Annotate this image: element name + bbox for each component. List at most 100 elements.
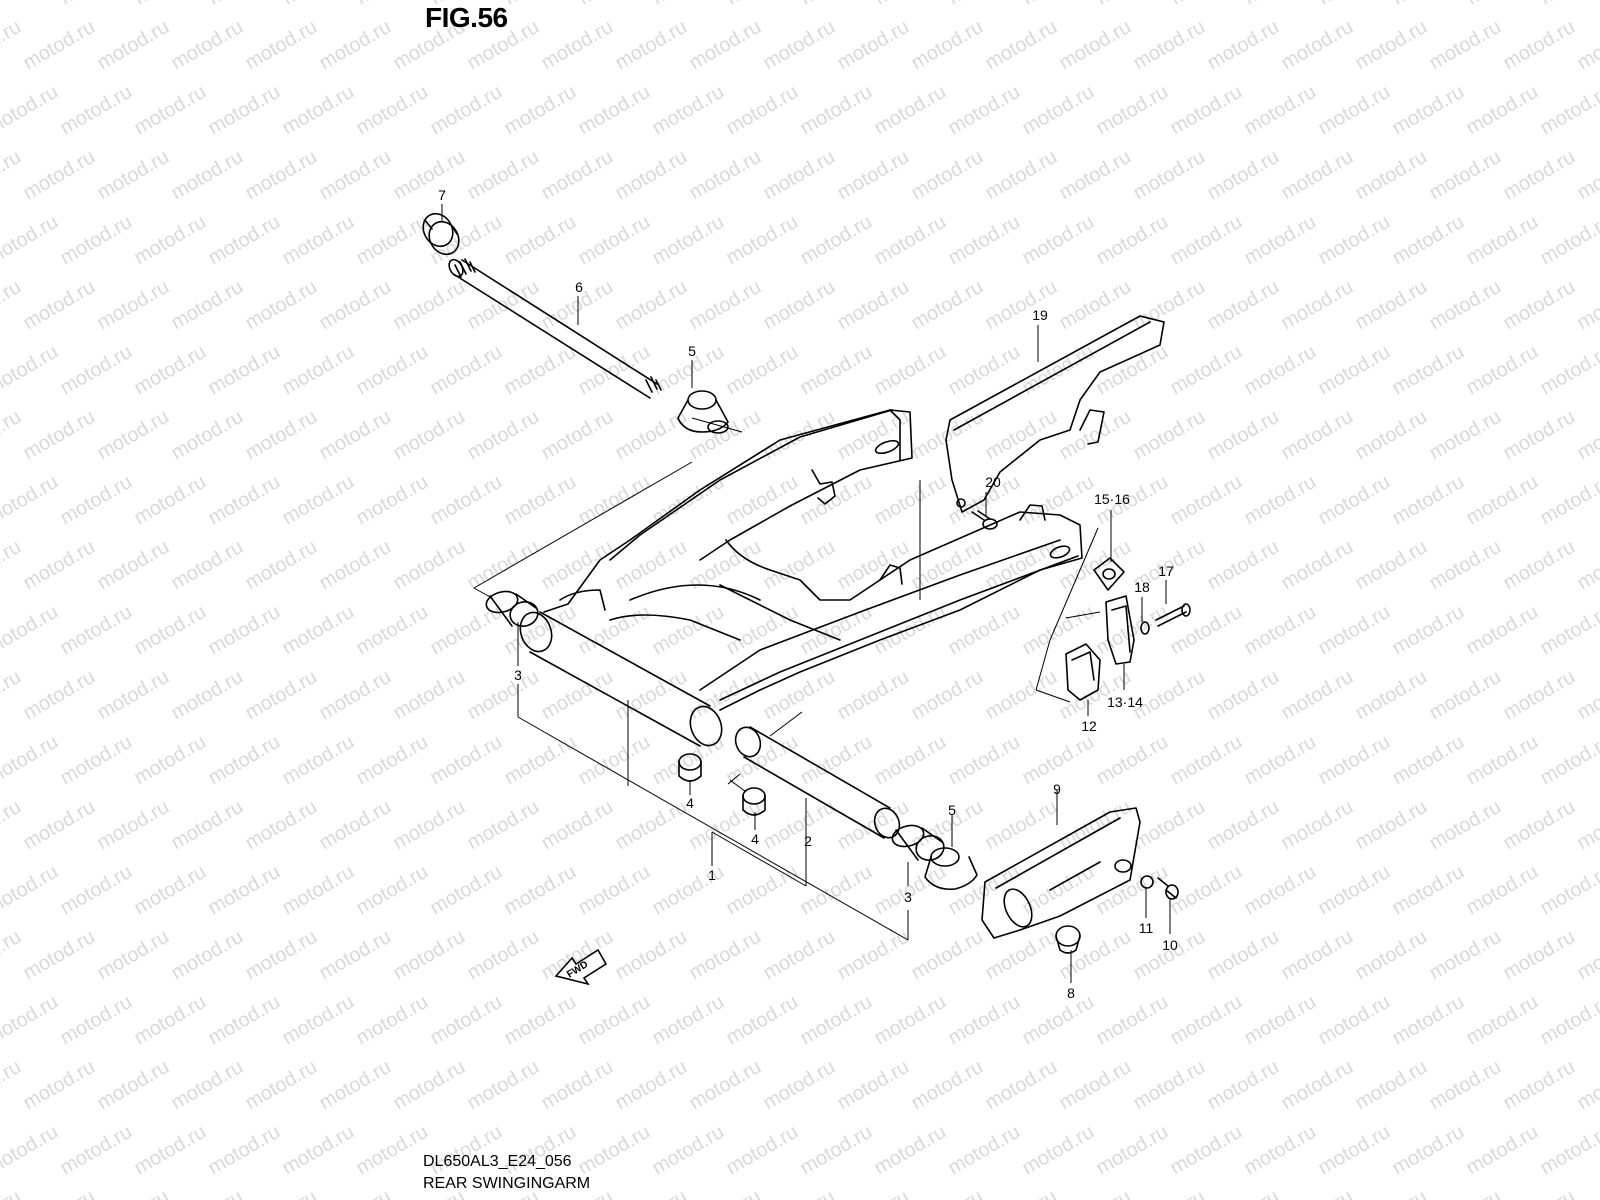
watermark-text: motod.ru [723, 341, 802, 400]
watermark-text: motod.ru [1389, 601, 1468, 660]
watermark-text: motod.ru [1426, 536, 1505, 595]
watermark-text: motod.ru [834, 666, 913, 725]
watermark-text: motod.ru [982, 1186, 1061, 1200]
part-8-nut [1055, 925, 1081, 954]
callout-6: 6 [575, 279, 583, 295]
watermark-text: motod.ru [908, 1056, 987, 1115]
watermark-text: motod.ru [871, 1121, 950, 1180]
watermark-text: motod.ru [760, 1186, 839, 1200]
watermark-text: motod.ru [316, 146, 395, 205]
watermark-text: motod.ru [57, 991, 136, 1050]
watermark-text: motod.ru [686, 146, 765, 205]
watermark-text: motod.ru [316, 796, 395, 855]
watermark-text: motod.ru [908, 276, 987, 335]
watermark-text: motod.ru [427, 861, 506, 920]
watermark-text: motod.ru [1241, 471, 1320, 530]
part-11-washer [1140, 875, 1154, 889]
watermark-text: motod.ru [945, 0, 1024, 9]
watermark-text: motod.ru [834, 146, 913, 205]
watermark-text: motod.ru [242, 796, 321, 855]
watermark-text: motod.ru [686, 16, 765, 75]
callout-20: 20 [985, 474, 1001, 490]
watermark-text: motod.ru [1241, 341, 1320, 400]
watermark-text: motod.ru [1130, 16, 1209, 75]
watermark-text: motod.ru [316, 276, 395, 335]
watermark-text: motod.ru [945, 991, 1024, 1050]
watermark-text: motod.ru [353, 211, 432, 270]
watermark-text: motod.ru [834, 1056, 913, 1115]
watermark-text: motod.ru [908, 926, 987, 985]
watermark-text: motod.ru [1537, 81, 1600, 140]
watermark-text: motod.ru [1019, 211, 1098, 270]
watermark-text: motod.ru [538, 406, 617, 465]
watermark-text: motod.ru [723, 601, 802, 660]
watermark-text: motod.ru [1093, 0, 1172, 9]
watermark-text: motod.ru [20, 796, 99, 855]
watermark-text: motod.ru [1426, 1056, 1505, 1115]
watermark-text: motod.ru [131, 341, 210, 400]
watermark-text: motod.ru [1352, 276, 1431, 335]
callout-4-left: 4 [686, 795, 694, 811]
watermark-text: motod.ru [57, 81, 136, 140]
watermark-text: motod.ru [871, 211, 950, 270]
callout-labels: 7 6 5 19 20 15·16 17 18 13·14 12 3 4 9 5… [438, 187, 1178, 1001]
watermark-text: motod.ru [1241, 1121, 1320, 1180]
callout-17: 17 [1158, 563, 1174, 579]
watermark-text: motod.ru [797, 0, 876, 9]
watermark-text: motod.ru [760, 1056, 839, 1115]
watermark-text: motod.ru [945, 1121, 1024, 1180]
watermark-text: motod.ru [0, 406, 25, 465]
watermark-text: motod.ru [205, 0, 284, 9]
watermark-text: motod.ru [1241, 0, 1320, 9]
watermark-text: motod.ru [94, 926, 173, 985]
watermark-text: motod.ru [1278, 536, 1357, 595]
watermark-text: motod.ru [1389, 1121, 1468, 1180]
watermark-text: motod.ru [1278, 796, 1357, 855]
watermark-text: motod.ru [834, 16, 913, 75]
watermark-text: motod.ru [1426, 146, 1505, 205]
watermark-text: motod.ru [575, 0, 654, 9]
callout-5-upper: 5 [688, 343, 696, 359]
watermark-text: motod.ru [1167, 81, 1246, 140]
watermark-text: motod.ru [0, 1056, 25, 1115]
watermark-text: motod.ru [575, 1121, 654, 1180]
watermark-text: motod.ru [686, 1056, 765, 1115]
watermark-text: motod.ru [1019, 471, 1098, 530]
watermark-text: motod.ru [1315, 1121, 1394, 1180]
drawing-code: DL650AL3_E24_056 [423, 1153, 572, 1170]
watermark-text: motod.ru [1241, 731, 1320, 790]
watermark-text: motod.ru [501, 861, 580, 920]
watermark-text: motod.ru [1130, 1186, 1209, 1200]
watermark-text: motod.ru [1574, 666, 1600, 725]
watermark-text: motod.ru [0, 471, 62, 530]
watermark-text: motod.ru [20, 926, 99, 985]
watermark-text: motod.ru [1093, 731, 1172, 790]
watermark-text: motod.ru [57, 601, 136, 660]
watermark-text: motod.ru [1537, 731, 1600, 790]
watermark-text: motod.ru [168, 926, 247, 985]
watermark-text: motod.ru [908, 146, 987, 205]
watermark-text: motod.ru [1093, 991, 1172, 1050]
watermark-text: motod.ru [316, 536, 395, 595]
watermark-text: motod.ru [501, 81, 580, 140]
watermark-text: motod.ru [279, 991, 358, 1050]
watermark-text: motod.ru [94, 146, 173, 205]
watermark-text: motod.ru [723, 471, 802, 530]
watermark-text: motod.ru [1500, 796, 1579, 855]
watermark-text: motod.ru [427, 991, 506, 1050]
watermark-text: motod.ru [1500, 926, 1579, 985]
watermark-text: motod.ru [1056, 1186, 1135, 1200]
callout-2: 2 [804, 833, 812, 849]
watermark-text: motod.ru [1315, 81, 1394, 140]
watermark-text: motod.ru [1056, 796, 1135, 855]
figure-title: FIG.56 [425, 2, 508, 33]
watermark-text: motod.ru [279, 341, 358, 400]
part-9-chain-buffer [981, 807, 1141, 939]
watermark-text: motod.ru [1019, 1121, 1098, 1180]
watermark-text: motod.ru [94, 796, 173, 855]
watermark-text: motod.ru [0, 1186, 25, 1200]
watermark-text: motod.ru [982, 926, 1061, 985]
watermark-text: motod.ru [649, 861, 728, 920]
watermark-text: motod.ru [168, 16, 247, 75]
watermark-text: motod.ru [1278, 276, 1357, 335]
